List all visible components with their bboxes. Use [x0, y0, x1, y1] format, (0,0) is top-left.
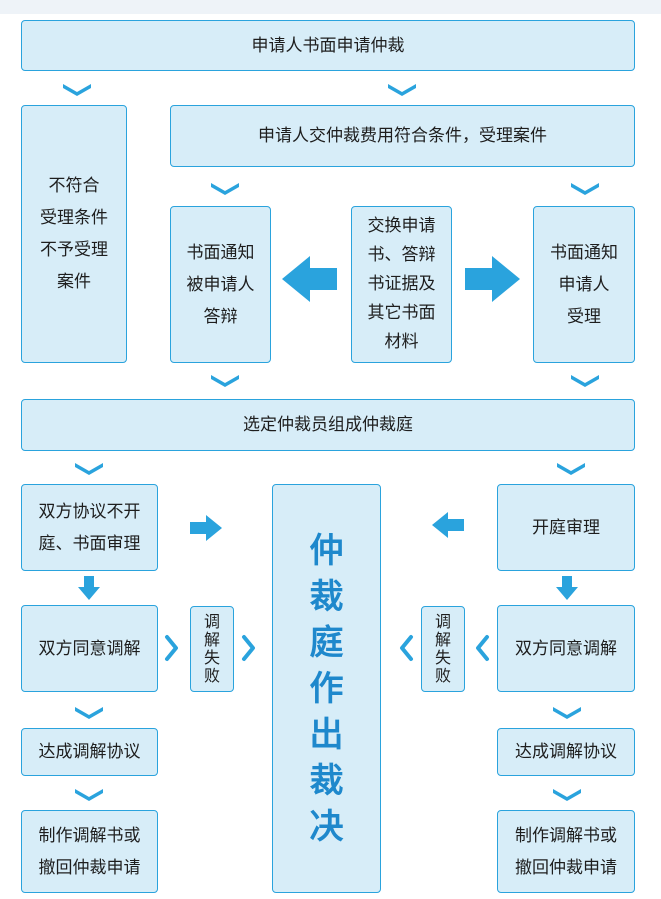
- chevron-right-icon: [165, 635, 178, 661]
- chevron-down-icon: [75, 789, 103, 801]
- chevron-down-icon: [571, 375, 599, 387]
- node-notify-applicant: 书面通知 申请人 受理: [533, 206, 635, 363]
- chevron-down-icon: [75, 707, 103, 719]
- node-award: 仲裁庭作出裁决: [272, 484, 381, 893]
- node-no-hearing: 双方协议不开 庭、书面审理: [21, 484, 158, 571]
- node-left-fail: 调解失败: [190, 606, 234, 692]
- chevron-down-icon: [75, 463, 103, 475]
- node-right-agreement: 达成调解协议: [497, 728, 635, 776]
- chevron-down-icon: [211, 183, 239, 195]
- chevron-down-icon: [63, 84, 91, 96]
- chevron-down-icon: [571, 183, 599, 195]
- node-left-agreement: 达成调解协议: [21, 728, 158, 776]
- node-right-fail: 调解失败: [421, 606, 465, 692]
- chevron-down-icon: [553, 789, 581, 801]
- node-reject: 不符合 受理条件 不予受理 案件: [21, 105, 127, 363]
- arrow-right-icon: [190, 515, 222, 541]
- node-exchange: 交换申请 书、答辩 书证据及 其它书面 材料: [351, 206, 452, 363]
- arrow-down-icon: [556, 576, 578, 600]
- chevron-down-icon: [553, 707, 581, 719]
- chevron-down-icon: [557, 463, 585, 475]
- chevron-right-icon: [242, 635, 255, 661]
- arrow-left-icon: [282, 256, 337, 302]
- node-apply: 申请人书面申请仲裁: [21, 20, 635, 71]
- top-strip: [0, 0, 661, 14]
- chevron-down-icon: [211, 375, 239, 387]
- node-hearing: 开庭审理: [497, 484, 635, 571]
- chevron-left-icon: [400, 635, 413, 661]
- node-left-mediation: 双方同意调解: [21, 605, 158, 692]
- chevron-down-icon: [388, 84, 416, 96]
- node-left-final: 制作调解书或 撤回仲裁申请: [21, 810, 158, 893]
- node-right-final: 制作调解书或 撤回仲裁申请: [497, 810, 635, 893]
- arrow-down-icon: [78, 576, 100, 600]
- arrow-right-icon: [465, 256, 520, 302]
- chevron-left-icon: [476, 635, 489, 661]
- node-tribunal: 选定仲裁员组成仲裁庭: [21, 399, 635, 451]
- arrow-left-icon: [432, 512, 464, 538]
- node-right-mediation: 双方同意调解: [497, 605, 635, 692]
- node-accept: 申请人交仲裁费用符合条件，受理案件: [170, 105, 635, 167]
- node-notify-respondent: 书面通知 被申请人 答辩: [170, 206, 271, 363]
